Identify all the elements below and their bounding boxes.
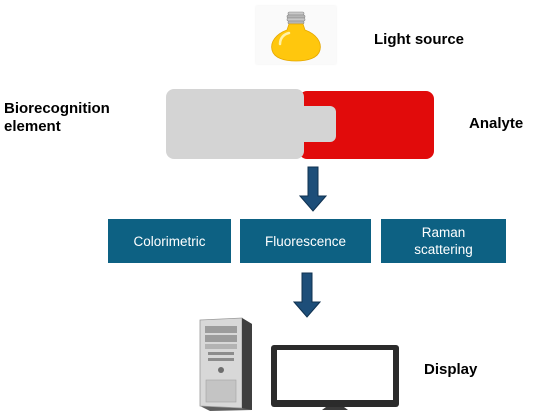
light-source-label: Light source: [374, 31, 465, 48]
biorecognition-label-line1: Biorecognition: [4, 100, 110, 117]
colorimetric-box: Colorimetric: [108, 219, 231, 263]
biorecognition-element-shape: [166, 89, 304, 159]
down-arrow-icon: [298, 166, 328, 212]
light-bulb-image: [256, 6, 336, 64]
raman-label-line1: Raman: [421, 225, 466, 240]
fluorescence-box: Fluorescence: [240, 219, 371, 263]
biorecognition-label-line2: element: [4, 118, 61, 135]
fluorescence-label: Fluorescence: [264, 233, 347, 249]
analyte-label: Analyte: [469, 115, 524, 132]
desktop-computer-icon: [186, 312, 400, 412]
down-arrow-icon: [292, 272, 322, 318]
raman-label-line2: scattering: [414, 242, 473, 257]
raman-scattering-box: Raman scattering: [381, 219, 506, 263]
display-label: Display: [424, 361, 478, 378]
biorecognition-element-label: Biorecognition element: [4, 100, 110, 136]
colorimetric-label: Colorimetric: [133, 233, 206, 249]
biorecognition-binding-tab: [296, 106, 336, 142]
light-bulb-icon: [271, 11, 321, 62]
